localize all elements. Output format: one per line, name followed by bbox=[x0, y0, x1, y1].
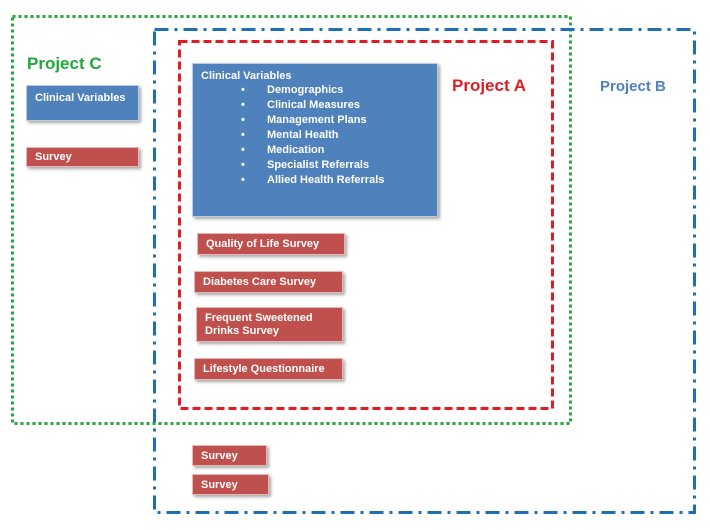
clinical-variables-list: •Demographics •Clinical Measures •Manage… bbox=[241, 83, 384, 188]
list-item-label: Demographics bbox=[267, 84, 344, 96]
lifestyle-questionnaire-box: Lifestyle Questionnaire bbox=[194, 358, 343, 380]
project-a-clinical-variables-box: Clinical Variables •Demographics •Clinic… bbox=[192, 63, 438, 217]
project-c-survey-box: Survey bbox=[26, 147, 139, 167]
project-c-clinical-variables-box: Clinical Variables bbox=[26, 85, 139, 121]
list-item-label: Mental Health bbox=[267, 129, 339, 141]
list-item: •Management Plans bbox=[241, 114, 367, 126]
list-item: •Demographics bbox=[241, 84, 344, 96]
list-item-label: Clinical Measures bbox=[267, 99, 360, 111]
project-b-survey-box-1: Survey bbox=[192, 445, 267, 466]
list-item: •Medication bbox=[241, 144, 325, 156]
list-item-label: Specialist Referrals bbox=[267, 159, 370, 171]
list-item: •Specialist Referrals bbox=[241, 159, 370, 171]
list-item-label: Medication bbox=[267, 144, 325, 156]
clinical-variables-title: Clinical Variables bbox=[201, 70, 292, 82]
project-b-label: Project B bbox=[600, 78, 666, 95]
quality-of-life-survey-box: Quality of Life Survey bbox=[197, 233, 345, 255]
project-b-survey-box-2: Survey bbox=[192, 474, 269, 495]
project-c-clinical-variables-label: Clinical Variables bbox=[35, 92, 126, 104]
list-item: •Clinical Measures bbox=[241, 99, 360, 111]
frequent-sweetened-drinks-survey-box: Frequent Sweetened Drinks Survey bbox=[196, 307, 343, 342]
list-item-label: Management Plans bbox=[267, 114, 367, 126]
diabetes-care-survey-box: Diabetes Care Survey bbox=[194, 271, 343, 293]
project-c-label: Project C bbox=[27, 54, 102, 73]
list-item-label: Allied Health Referrals bbox=[267, 174, 385, 186]
list-item: •Mental Health bbox=[241, 129, 339, 141]
list-item: •Allied Health Referrals bbox=[241, 174, 385, 186]
project-a-label: Project A bbox=[452, 76, 527, 95]
